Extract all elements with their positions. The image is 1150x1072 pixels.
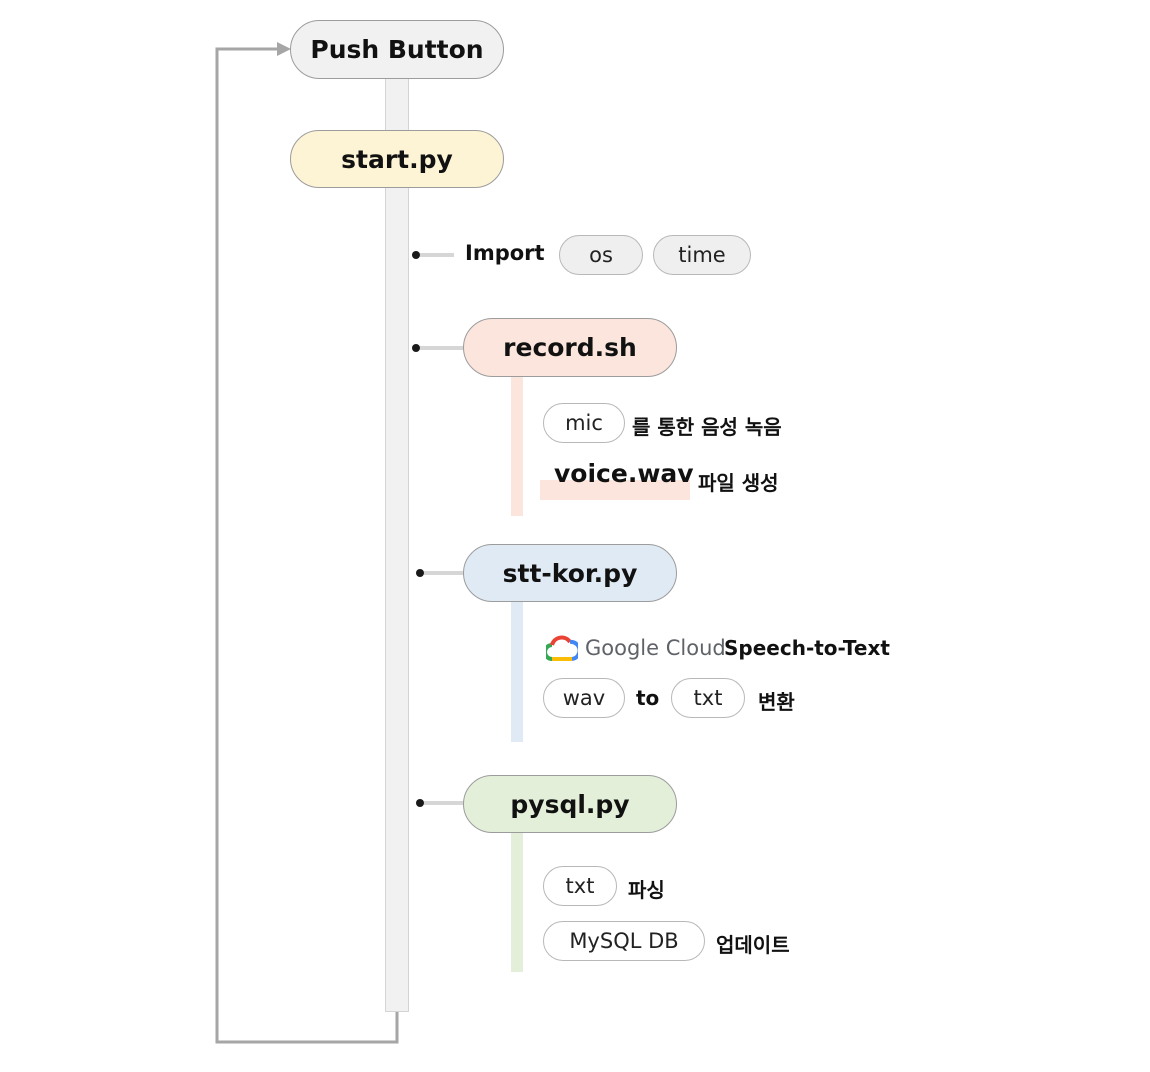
stt-node[interactable]: stt-kor.py — [463, 544, 677, 602]
import-label: Import — [465, 241, 545, 265]
mysql-db-pill: MySQL DB — [543, 921, 705, 961]
update-description: 업데이트 — [716, 933, 790, 957]
flow-trunk — [385, 78, 409, 1012]
file-highlight — [540, 480, 690, 500]
voice-file-name: voice.wav — [554, 459, 694, 488]
google-cloud-icon — [546, 635, 578, 661]
convert-description: 변환 — [758, 690, 795, 714]
branch-dot — [416, 799, 424, 807]
file-description: 파일 생성 — [698, 471, 779, 495]
branch-dot — [416, 569, 424, 577]
mic-pill: mic — [543, 403, 625, 443]
to-word: to — [636, 686, 660, 710]
branch-connector — [420, 346, 464, 350]
module-time: time — [653, 235, 751, 275]
pysql-section-bar — [511, 833, 523, 972]
push-button-node[interactable]: Push Button — [290, 20, 504, 79]
google-cloud-brand: Google Cloud — [585, 636, 726, 660]
branch-dot — [412, 344, 420, 352]
txt-parse-pill: txt — [543, 866, 617, 906]
parse-description: 파싱 — [628, 878, 665, 902]
speech-to-text-label: Speech-to-Text — [724, 636, 890, 660]
branch-connector — [420, 253, 454, 257]
stt-section-bar — [511, 602, 523, 742]
module-os: os — [559, 235, 643, 275]
pysql-node[interactable]: pysql.py — [463, 775, 677, 833]
arrow-right-icon — [277, 42, 291, 56]
start-node[interactable]: start.py — [290, 130, 504, 188]
wav-pill: wav — [543, 678, 625, 718]
branch-connector — [424, 571, 464, 575]
txt-pill: txt — [671, 678, 745, 718]
branch-connector — [424, 801, 464, 805]
record-node[interactable]: record.sh — [463, 318, 677, 377]
record-section-bar — [511, 377, 523, 516]
mic-description: 를 통한 음성 녹음 — [632, 415, 782, 439]
branch-dot — [412, 251, 420, 259]
